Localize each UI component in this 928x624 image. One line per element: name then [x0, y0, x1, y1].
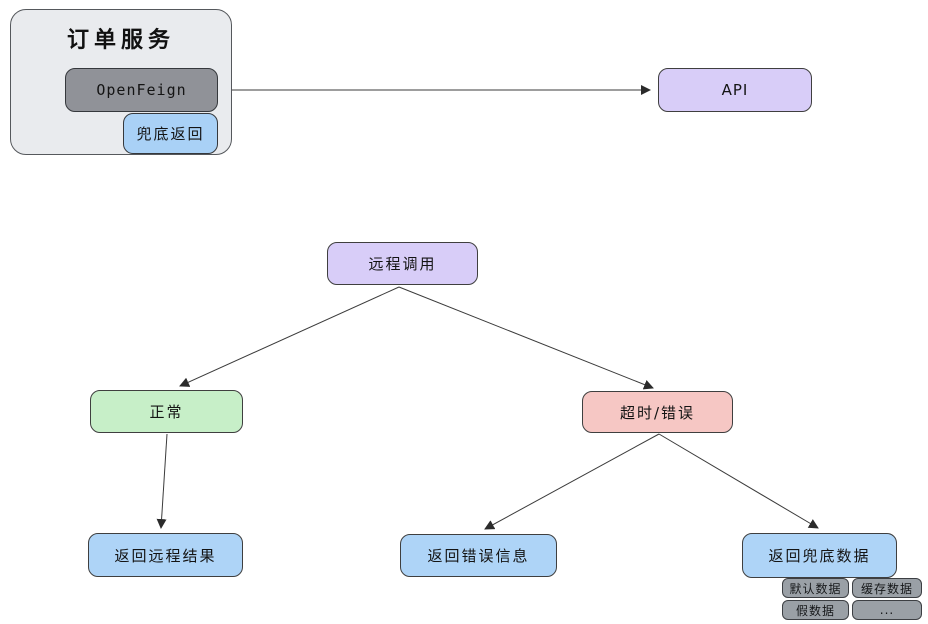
- node-openfeign: OpenFeign: [65, 68, 218, 112]
- arrow-timeout-to-error: [484, 433, 660, 530]
- node-fallback-return: 兜底返回: [123, 113, 218, 154]
- node-return-error-info: 返回错误信息: [400, 534, 557, 577]
- chip-more-options: ...: [852, 600, 922, 620]
- arrow-root-to-timeout: [398, 286, 654, 390]
- node-timeout-error: 超时/错误: [582, 391, 733, 433]
- node-api: API: [658, 68, 812, 112]
- node-return-fallback-data: 返回兜底数据: [742, 533, 897, 578]
- chip-cache-data: 缓存数据: [852, 578, 922, 598]
- arrow-normal-to-result: [156, 433, 168, 529]
- chip-default-data: 默认数据: [782, 578, 849, 598]
- arrow-root-to-normal: [179, 286, 400, 387]
- order-service-title: 订单服务: [66, 28, 175, 53]
- node-remote-call: 远程调用: [327, 242, 478, 285]
- chip-fake-data: 假数据: [782, 600, 849, 620]
- node-return-remote-result: 返回远程结果: [88, 533, 243, 577]
- arrow-timeout-to-fallback: [658, 433, 819, 529]
- node-normal: 正常: [90, 390, 243, 433]
